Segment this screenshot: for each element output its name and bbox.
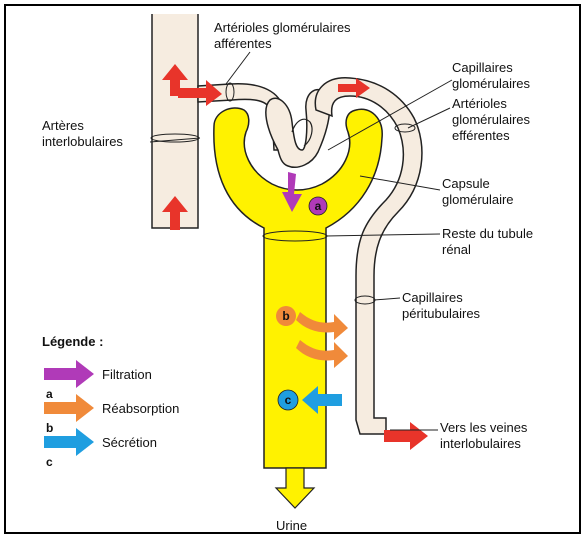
label-arteres-2: interlobulaires: [42, 134, 123, 149]
legend-filtration-arrow: [44, 360, 94, 388]
label-tubule-2: rénal: [442, 242, 471, 257]
interlobular-artery: [152, 14, 198, 228]
marker-c: c: [285, 393, 292, 407]
label-afferent-1: Artérioles glomérulaires: [214, 20, 351, 35]
label-afferent-2: afférentes: [214, 36, 272, 51]
marker-a: a: [315, 199, 322, 213]
legend-letter-a: a: [46, 387, 53, 401]
label-veines-2: interlobulaires: [440, 436, 521, 451]
label-capsule-1: Capsule: [442, 176, 490, 191]
legend-letter-c: c: [46, 455, 53, 469]
legend-label-secretion: Sécrétion: [102, 435, 157, 450]
marker-b: b: [282, 309, 289, 323]
legend-label-reabsorption: Réabsorption: [102, 401, 179, 416]
label-efferent-2: glomérulaires: [452, 112, 531, 127]
label-efferent-3: efférentes: [452, 128, 510, 143]
urine-arrow: [276, 468, 314, 508]
legend-letter-b: b: [46, 421, 53, 435]
label-veines-1: Vers les veines: [440, 420, 528, 435]
label-urine: Urine: [276, 518, 307, 533]
legend-label-filtration: Filtration: [102, 367, 152, 382]
label-efferent-1: Artérioles: [452, 96, 507, 111]
label-capillaires-glom-2: glomérulaires: [452, 76, 531, 91]
label-capsule-2: glomérulaire: [442, 192, 514, 207]
label-peritub-2: péritubulaires: [402, 306, 481, 321]
label-peritub-1: Capillaires: [402, 290, 463, 305]
legend-title: Légende :: [42, 334, 103, 349]
label-tubule-1: Reste du tubule: [442, 226, 533, 241]
label-arteres-1: Artères: [42, 118, 84, 133]
label-capillaires-glom-1: Capillaires: [452, 60, 513, 75]
venous-flow-arrow: [384, 422, 428, 450]
